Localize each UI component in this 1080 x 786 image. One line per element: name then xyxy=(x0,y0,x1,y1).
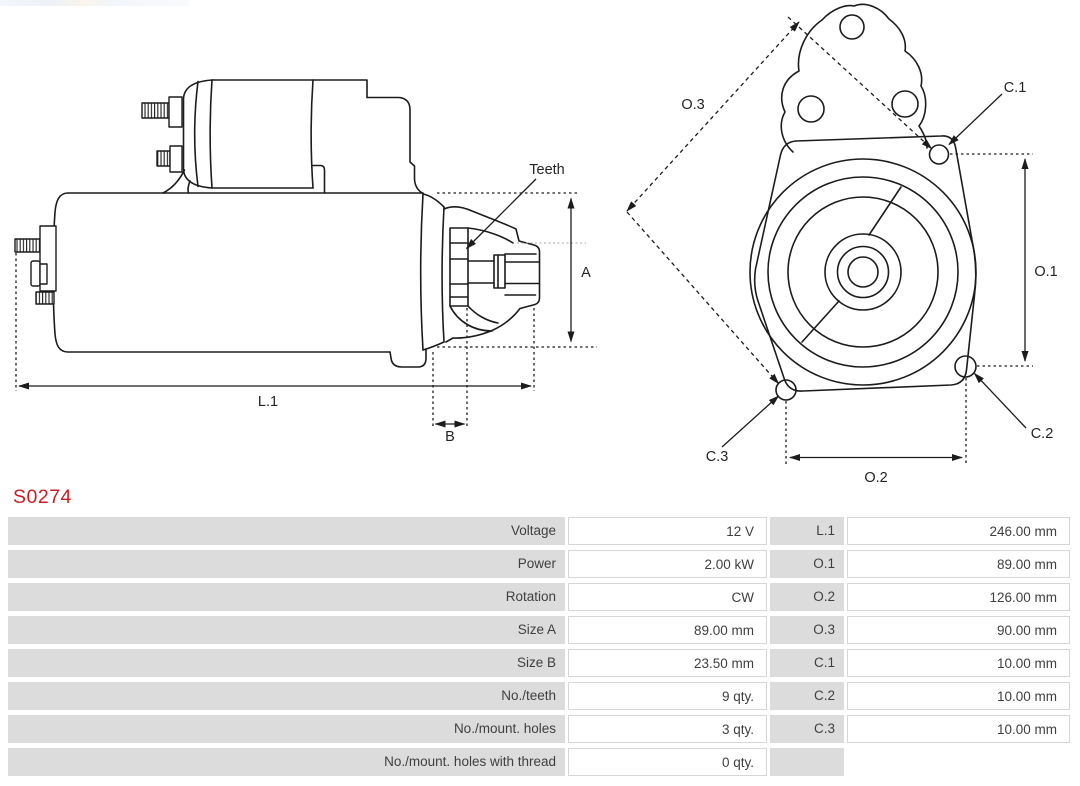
dim-value: 90.00 mm xyxy=(847,616,1070,644)
bracket-hole-right xyxy=(891,90,919,118)
side-view-dimensions xyxy=(15,178,597,429)
dim-label: C.3 xyxy=(770,715,844,743)
label-teeth: Teeth xyxy=(529,162,564,178)
label-o3: O.3 xyxy=(681,97,704,113)
technical-drawing: Teeth A L.1 B xyxy=(14,3,1058,486)
c3-pointer-line xyxy=(721,395,780,448)
teeth-pointer-line xyxy=(465,178,537,250)
label-o2: O.2 xyxy=(864,470,887,486)
table-row: Size B 23.50 mm C.1 10.00 mm xyxy=(8,649,1070,677)
spec-label: Power xyxy=(8,550,565,578)
mounting-flange xyxy=(753,135,977,392)
dim-label: O.2 xyxy=(770,583,844,611)
spec-label: No./teeth xyxy=(8,682,565,710)
dim-value: 246.00 mm xyxy=(847,517,1070,545)
spec-value: 0 qty. xyxy=(568,748,767,776)
mount-hole-c2 xyxy=(954,355,977,378)
c2-pointer-line xyxy=(973,372,1027,429)
rear-terminals xyxy=(14,225,57,305)
spec-value: 12 V xyxy=(568,517,767,545)
spec-label: Size A xyxy=(8,616,565,644)
label-b: B xyxy=(445,429,455,445)
label-o1: O.1 xyxy=(1034,264,1057,280)
spec-value: CW xyxy=(568,583,767,611)
label-c2: C.2 xyxy=(1031,426,1054,442)
dim-label xyxy=(770,748,844,776)
bracket-hole-left xyxy=(797,95,825,123)
label-c3: C.3 xyxy=(706,449,729,465)
side-view xyxy=(14,79,541,368)
bracket-hole-top xyxy=(839,14,865,40)
label-c1: C.1 xyxy=(1004,80,1027,96)
front-view-dimensions xyxy=(626,16,1033,464)
dim-label: O.1 xyxy=(770,550,844,578)
spec-label: Size B xyxy=(8,649,565,677)
bell-ring xyxy=(419,193,424,351)
label-l1: L.1 xyxy=(258,394,278,410)
spec-label: No./mount. holes xyxy=(8,715,565,743)
dim-value xyxy=(847,748,1070,776)
spec-value: 23.50 mm xyxy=(568,649,767,677)
spec-label: No./mount. holes with thread xyxy=(8,748,565,776)
dim-label: C.1 xyxy=(770,649,844,677)
label-a: A xyxy=(581,265,591,281)
ext-line-c1 xyxy=(787,16,933,150)
spec-label: Rotation xyxy=(8,583,565,611)
c1-pointer-line xyxy=(948,93,1003,146)
mount-hole-c3 xyxy=(775,379,797,401)
table-row: No./mount. holes 3 qty. C.3 10.00 mm xyxy=(8,715,1070,743)
dim-label: L.1 xyxy=(770,517,844,545)
pinion-teeth xyxy=(449,227,469,307)
body-circles xyxy=(749,158,977,386)
spec-table: Voltage 12 V L.1 246.00 mm Power 2.00 kW… xyxy=(8,517,1070,781)
dim-line-o3 xyxy=(626,21,800,212)
solenoid-terminals xyxy=(141,96,183,173)
mount-hole-c1 xyxy=(928,144,950,165)
solenoid xyxy=(162,79,424,195)
spec-value: 3 qty. xyxy=(568,715,767,743)
table-row: Power 2.00 kW O.1 89.00 mm xyxy=(8,550,1070,578)
front-view xyxy=(749,3,977,401)
dim-label: O.3 xyxy=(770,616,844,644)
dim-value: 10.00 mm xyxy=(847,682,1070,710)
table-row: Voltage 12 V L.1 246.00 mm xyxy=(8,517,1070,545)
spec-value: 2.00 kW xyxy=(568,550,767,578)
spec-value: 9 qty. xyxy=(568,682,767,710)
dim-value: 126.00 mm xyxy=(847,583,1070,611)
dim-value: 10.00 mm xyxy=(847,715,1070,743)
table-row: No./teeth 9 qty. C.2 10.00 mm xyxy=(8,682,1070,710)
pinion-shaft xyxy=(467,260,495,284)
watermark-logo-fragment xyxy=(0,0,190,6)
table-row: No./mount. holes with thread 0 qty. xyxy=(8,748,1070,776)
dim-value: 89.00 mm xyxy=(847,550,1070,578)
table-row: Size A 89.00 mm O.3 90.00 mm xyxy=(8,616,1070,644)
spec-label: Voltage xyxy=(8,517,565,545)
dim-value: 10.00 mm xyxy=(847,649,1070,677)
dim-label: C.2 xyxy=(770,682,844,710)
ext-line-c3 xyxy=(626,211,780,385)
part-number: S0274 xyxy=(13,486,72,508)
spec-value: 89.00 mm xyxy=(568,616,767,644)
table-row: Rotation CW O.2 126.00 mm xyxy=(8,583,1070,611)
